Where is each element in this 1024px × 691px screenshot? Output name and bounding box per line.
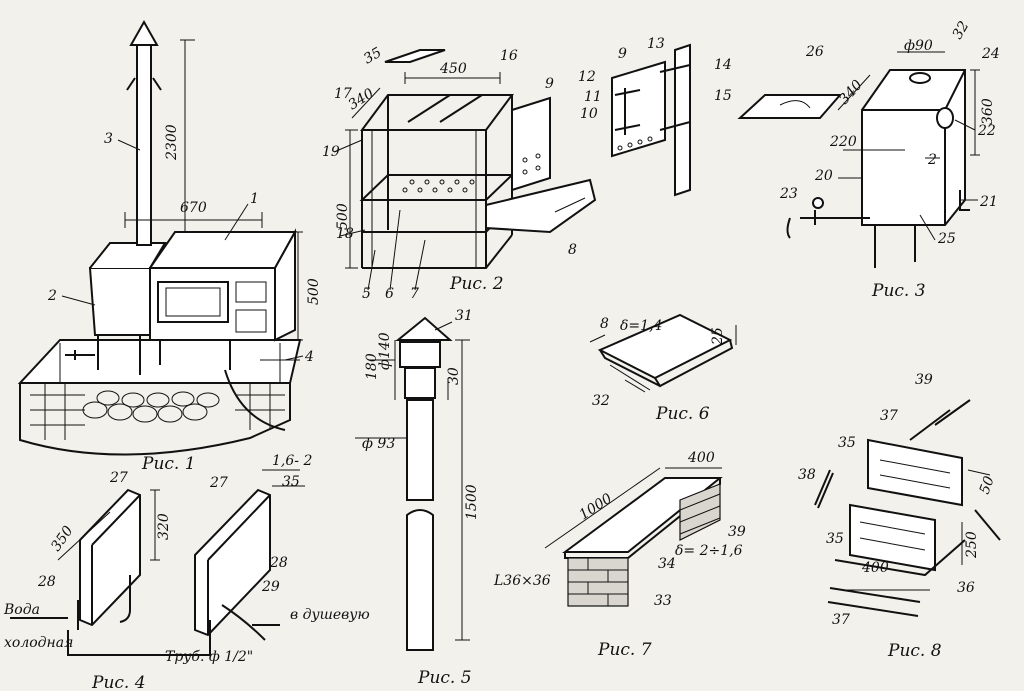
fig3-label-21: 21 (979, 194, 998, 210)
fig2-dim-500: 500 (335, 203, 351, 230)
fig8-dim-400: 400 (861, 560, 889, 576)
figure-7-bench: 400 1000 δ= 2÷1,6 L36×36 33 34 39 Рис. 7 (493, 450, 746, 660)
fig2-label-16: 16 (500, 48, 518, 64)
fig6-dim-25: 25 (710, 327, 726, 346)
fig1-dim-height: 2300 (164, 124, 180, 161)
fig1-label-2: 2 (47, 288, 57, 304)
figure-3-tank: ф90 32 340 360 220 2 20 21 22 23 24 25 2… (737, 18, 1000, 301)
fig4-note-pipe: Труб. ф 1/2" (165, 649, 253, 665)
fig1-label-4: 4 (304, 349, 314, 365)
fig3-label-22: 22 (977, 123, 996, 139)
fig4-label-28b: 28 (269, 555, 288, 571)
fig6-caption: Рис. 6 (655, 404, 710, 424)
fig3-dim-2: 2 (927, 152, 937, 168)
fig4-dim-350: 350 (48, 523, 76, 554)
fig8-label-37b: 37 (832, 612, 850, 628)
hinge-label-11: 11 (584, 89, 602, 105)
fig8-dim-250: 250 (964, 531, 980, 559)
fig7-label-34: 34 (658, 556, 676, 572)
fig1-label-1: 1 (250, 191, 259, 207)
fig5-caption: Рис. 5 (417, 668, 472, 688)
fig7-dim-thickness: δ= 2÷1,6 (675, 543, 743, 559)
fig3-label-24: 24 (981, 46, 1000, 62)
fig5-dim-180: 180 (364, 353, 380, 380)
hinge-label-9: 9 (618, 46, 627, 62)
fig4-note-water: Вода (3, 602, 40, 618)
fig4-label-27b: 27 (209, 475, 228, 491)
fig5-dim-1500: 1500 (464, 484, 480, 520)
fig7-dim-400: 400 (687, 450, 715, 466)
fig5-dim-d140: ф140 (377, 332, 393, 370)
fig3-label-20: 20 (814, 168, 833, 184)
fig3-dim-220: 220 (829, 134, 857, 150)
fig4-note-cold: холодная (4, 635, 73, 651)
figure-8-grates: 50 250 400 35 35 36 37 37 38 39 Рис. 8 (798, 372, 1001, 661)
hinge-label-14: 14 (714, 57, 732, 73)
fig2-label-18: 18 (336, 226, 354, 242)
fig2-label-9: 9 (545, 76, 554, 92)
fig2-label-5: 5 (362, 286, 371, 302)
fig3-dim-32: 32 (950, 18, 973, 42)
fig7-label-33: 33 (654, 593, 672, 609)
fig5-label-31: 31 (455, 308, 473, 324)
fig2-label-19: 19 (322, 144, 340, 160)
fig3-label-26: 26 (805, 44, 824, 60)
fig8-label-35a: 35 (838, 435, 856, 451)
fig1-dim-width: 670 (180, 200, 207, 216)
fig2-label-6: 6 (385, 286, 394, 302)
figure-6-shelf: δ=1,4 8 25 32 Рис. 6 (589, 313, 737, 424)
fig7-caption: Рис. 7 (597, 640, 652, 660)
fig4-label-27a: 27 (109, 470, 128, 486)
fig4-label-29: 29 (261, 579, 280, 595)
fig8-label-37a: 37 (880, 408, 898, 424)
fig4-dim-320: 320 (156, 513, 172, 540)
fig2-label-8: 8 (568, 242, 577, 258)
fig3-dim-360: 360 (980, 98, 996, 125)
fig4-dim-thickness: 1,6- 2 (272, 453, 312, 469)
fig8-dim-50: 50 (977, 474, 998, 496)
fig3-dim-d90: ф90 (904, 38, 933, 54)
fig1-label-3: 3 (104, 131, 113, 147)
figure-door-hinge: 10 11 12 13 14 15 9 (578, 36, 732, 197)
fig8-label-38: 38 (798, 467, 816, 483)
fig7-dim-angle: L36×36 (493, 573, 551, 589)
hinge-label-10: 10 (580, 106, 598, 122)
fig6-label-32: 32 (592, 393, 610, 409)
fig2-label-17: 17 (334, 86, 352, 102)
fig3-label-25: 25 (937, 231, 956, 247)
figure-4-panels: 350 320 1,6- 2 35 27 27 28 28 29 Вода хо… (3, 453, 370, 691)
fig8-caption: Рис. 8 (887, 641, 942, 661)
fig2-dim-450: 450 (439, 61, 467, 77)
fig8-label-39: 39 (915, 372, 933, 388)
fig4-caption: Рис. 4 (91, 673, 146, 691)
fig7-label-39: 39 (728, 524, 746, 540)
fig8-label-36: 36 (957, 580, 975, 596)
fig8-label-35b: 35 (826, 531, 844, 547)
fig1-caption: Рис. 1 (141, 454, 196, 474)
fig2-label-7: 7 (410, 286, 419, 302)
fig1-dim-stove-height: 500 (306, 278, 322, 305)
hinge-label-15: 15 (714, 88, 732, 104)
fig3-caption: Рис. 3 (871, 281, 926, 301)
fig5-dim-d93: ф 93 (362, 436, 395, 452)
hinge-label-13: 13 (647, 36, 665, 52)
fig4-dim-35: 35 (282, 474, 300, 490)
fig6-dim-8: 8 (600, 316, 609, 332)
fig4-note-shower: в душевую (290, 607, 370, 623)
fig2-caption: Рис. 2 (449, 274, 504, 294)
hinge-label-12: 12 (578, 69, 596, 85)
figure-5-pipe: 180 ф140 30 ф 93 1500 31 Рис. 5 (355, 308, 480, 688)
fig6-dim-thickness: δ=1,4 (620, 318, 662, 334)
fig3-dim-340: 340 (836, 77, 866, 108)
fig3-label-23: 23 (779, 186, 798, 202)
fig2-dim-35: 35 (361, 45, 385, 68)
figure-2-frame: 35 450 340 500 5 6 7 8 9 16 17 18 19 Рис… (322, 45, 597, 302)
fig4-label-28a: 28 (37, 574, 56, 590)
fig5-dim-30: 30 (446, 367, 462, 385)
figure-1-stove: 2300 670 500 1 2 3 4 Рис. 1 (17, 19, 322, 474)
